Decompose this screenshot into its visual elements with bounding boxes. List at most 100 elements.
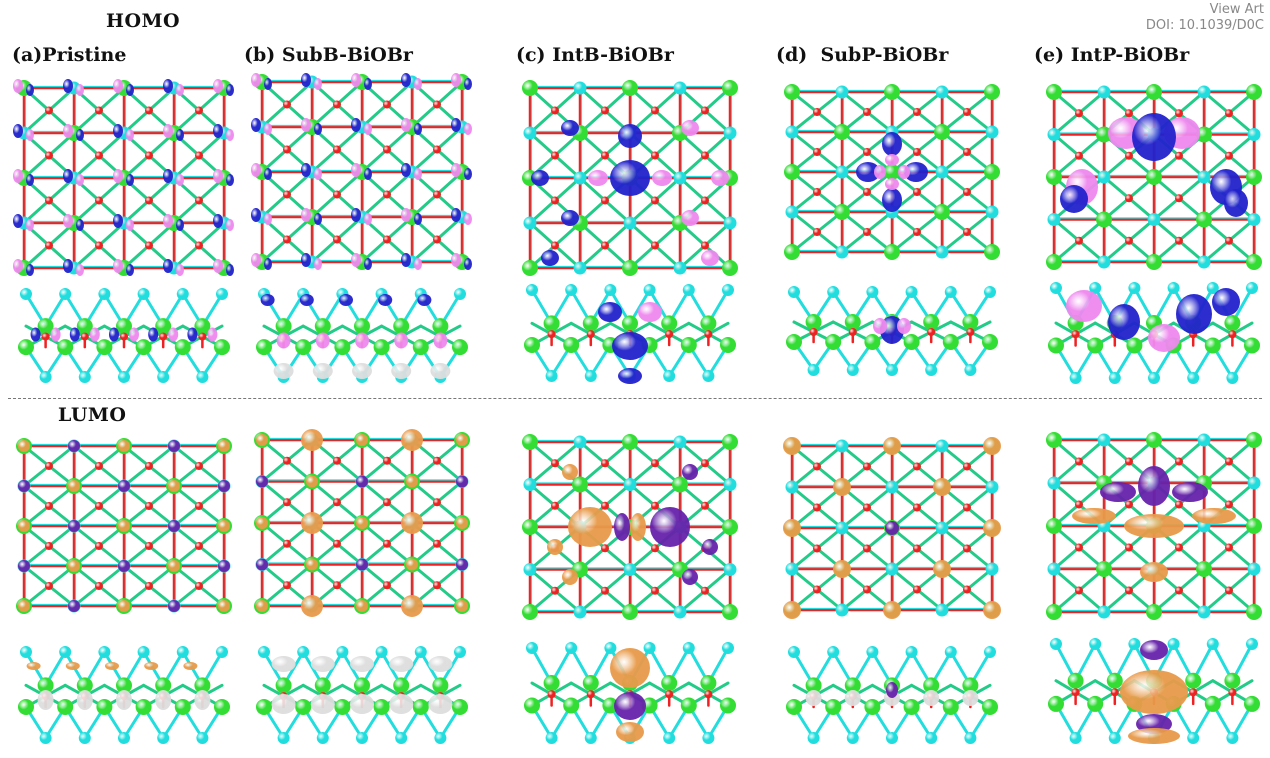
br-atom bbox=[565, 642, 578, 654]
o-atom bbox=[601, 586, 609, 595]
o-atom bbox=[651, 586, 659, 595]
br-atom bbox=[643, 642, 656, 654]
bi-atom bbox=[18, 339, 34, 356]
isosurfaces bbox=[271, 656, 453, 714]
o-atom bbox=[651, 151, 659, 160]
bi-atom bbox=[96, 339, 113, 356]
lobe bbox=[271, 656, 296, 672]
bi-atom bbox=[1196, 211, 1212, 228]
bi-atom bbox=[700, 675, 717, 692]
br-atom bbox=[1047, 128, 1061, 141]
o-atom bbox=[145, 502, 153, 510]
bi-atom bbox=[622, 434, 638, 450]
bi-atom bbox=[1048, 695, 1064, 712]
lobe bbox=[1224, 189, 1248, 217]
o-atom bbox=[1228, 330, 1237, 339]
lobe bbox=[218, 440, 230, 452]
lobe bbox=[350, 656, 374, 672]
br-atom bbox=[925, 732, 938, 744]
bi-atom bbox=[984, 84, 1000, 100]
lobe bbox=[256, 600, 268, 612]
panel-letter: (e) bbox=[1034, 44, 1065, 66]
o-atom bbox=[1125, 194, 1133, 203]
br-atom bbox=[807, 732, 820, 744]
lobe bbox=[464, 168, 472, 180]
atoms bbox=[784, 84, 1000, 260]
br-atom bbox=[723, 216, 737, 230]
o-atom bbox=[333, 581, 341, 590]
bi-atom bbox=[116, 318, 132, 335]
isosurfaces bbox=[1066, 288, 1240, 352]
o-atom bbox=[1125, 236, 1133, 245]
br-atom bbox=[20, 646, 32, 658]
lobe bbox=[76, 264, 84, 276]
br-atom bbox=[723, 126, 737, 140]
bi-atom bbox=[1046, 518, 1062, 534]
br-atom bbox=[137, 288, 150, 300]
lobe bbox=[833, 560, 851, 578]
lobe bbox=[414, 168, 422, 180]
bi-atom bbox=[982, 334, 998, 350]
panel-name: IntB-BiOBr bbox=[552, 44, 674, 66]
lobe bbox=[428, 694, 453, 714]
bi-atom bbox=[834, 204, 850, 220]
lobe bbox=[805, 690, 822, 706]
lobe bbox=[315, 332, 330, 349]
bi-atom bbox=[1246, 84, 1262, 100]
o-atom bbox=[145, 196, 153, 205]
o-atom bbox=[1071, 688, 1080, 697]
bi-atom bbox=[116, 677, 132, 694]
lobe bbox=[251, 73, 261, 87]
br-atom bbox=[866, 646, 879, 658]
lobe bbox=[401, 253, 411, 267]
br-atom bbox=[1147, 213, 1161, 226]
lobe bbox=[456, 434, 468, 446]
o-atom bbox=[651, 544, 659, 553]
lobe bbox=[356, 600, 368, 612]
bi-atom bbox=[1046, 254, 1062, 270]
bi-atom bbox=[722, 260, 738, 276]
br-atom bbox=[98, 288, 111, 300]
br-atom bbox=[935, 245, 949, 259]
lobe bbox=[264, 168, 272, 180]
o-atom bbox=[863, 462, 871, 471]
br-atom bbox=[1097, 605, 1111, 619]
bi-atom bbox=[524, 697, 540, 714]
o-atom bbox=[601, 196, 609, 205]
o-atom bbox=[1225, 543, 1233, 552]
br-atom bbox=[723, 563, 737, 576]
br-atom bbox=[297, 646, 310, 658]
lobe bbox=[562, 464, 578, 480]
lobe bbox=[451, 118, 461, 132]
lobe bbox=[63, 79, 73, 93]
bi-atom bbox=[57, 698, 74, 715]
lobe bbox=[273, 363, 294, 379]
br-atom bbox=[1167, 638, 1180, 650]
bi-atom bbox=[76, 677, 93, 694]
lobe bbox=[218, 520, 230, 532]
lobe bbox=[652, 170, 672, 186]
br-atom bbox=[722, 284, 734, 296]
homo-top-view-a bbox=[13, 79, 234, 276]
lobe bbox=[129, 327, 139, 342]
isosurfaces bbox=[610, 648, 650, 742]
lobe bbox=[13, 259, 23, 273]
br-atom bbox=[573, 171, 587, 185]
br-atom bbox=[1187, 732, 1200, 744]
bi-atom bbox=[582, 315, 599, 332]
lobe bbox=[898, 165, 910, 179]
o-atom bbox=[1125, 500, 1133, 509]
o-atom bbox=[651, 501, 659, 510]
bi-atom bbox=[942, 698, 959, 715]
isosurfaces bbox=[13, 79, 234, 276]
lobe bbox=[681, 210, 699, 226]
lobe bbox=[163, 79, 173, 93]
lobe bbox=[351, 253, 361, 267]
br-atom bbox=[835, 603, 849, 617]
o-atom bbox=[383, 581, 391, 590]
br-atom bbox=[673, 171, 687, 185]
o-atom bbox=[433, 190, 441, 199]
lobe bbox=[356, 475, 368, 488]
panel-label-c: (c) IntB-BiOBr bbox=[516, 44, 674, 66]
lobe bbox=[76, 219, 84, 231]
